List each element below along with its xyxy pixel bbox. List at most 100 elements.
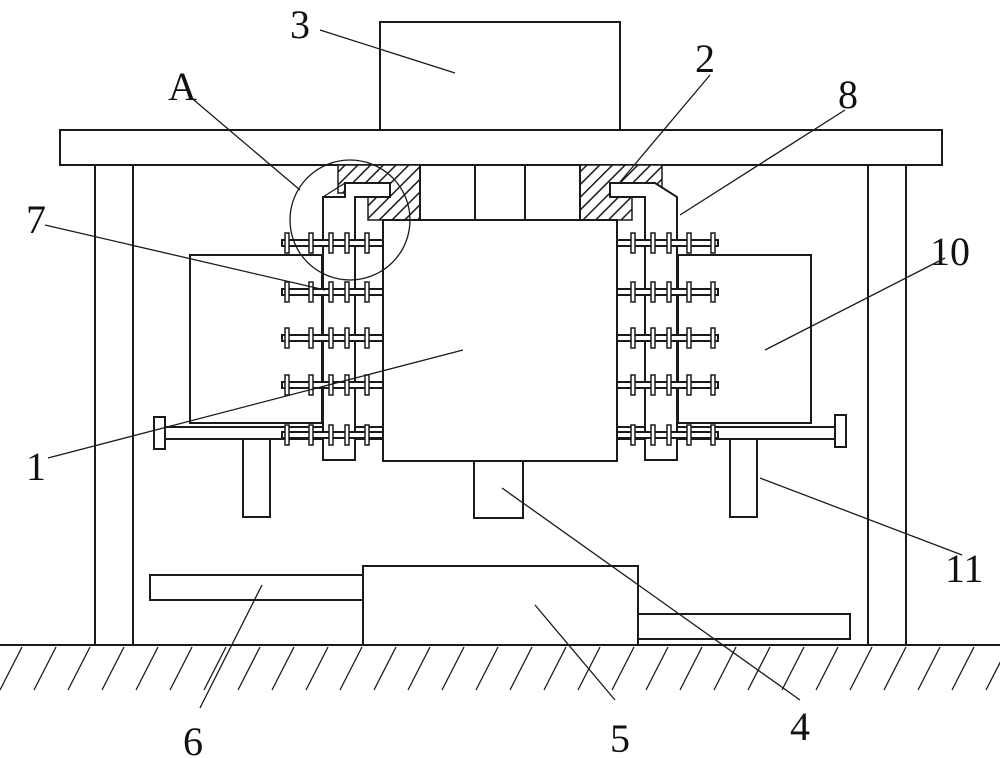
bolt-nut (650, 232, 656, 254)
bolt-rod (281, 239, 397, 247)
bolt-rod (281, 334, 397, 342)
center-column-mid (474, 164, 526, 221)
ground-hatch-line (339, 646, 363, 691)
ground-hatch-line (373, 646, 397, 691)
bolt-nut (328, 232, 334, 254)
left-support-post (242, 438, 271, 518)
bolt-nut (344, 327, 350, 349)
bolt-nut (284, 374, 290, 396)
ground-hatch-line (985, 661, 1000, 691)
ground-hatch-line (101, 646, 125, 691)
bolt-nut (710, 232, 716, 254)
label-a: A (168, 64, 197, 109)
bolt-rod (603, 288, 719, 296)
right-slide-rail (637, 613, 851, 640)
label-8: 8 (838, 72, 858, 117)
bolt-nut (650, 281, 656, 303)
bolt-nut (710, 281, 716, 303)
ground-hatch-line (951, 646, 975, 691)
bolt-nut (284, 232, 290, 254)
main-body (382, 219, 618, 462)
bolt-nut (364, 374, 370, 396)
label-7: 7 (26, 197, 46, 242)
ground-hatch-line (271, 646, 295, 691)
bolt-nut (650, 327, 656, 349)
ground-hatch-line (815, 646, 839, 691)
bolt-nut (308, 424, 314, 446)
ground-hatch-line (679, 646, 703, 691)
bolt-nut (686, 424, 692, 446)
ground-hatch-line (611, 646, 635, 691)
bolt-nut (328, 327, 334, 349)
left-leg (94, 164, 134, 646)
ground-hatch-line (0, 646, 23, 691)
bolt-nut (364, 281, 370, 303)
bolt-nut (308, 327, 314, 349)
top-motor (379, 21, 621, 131)
bolt-rod (603, 381, 719, 389)
ground-hatch-line (135, 646, 159, 691)
right-support-post (729, 438, 758, 518)
ground-hatch-line (441, 646, 465, 691)
right-leg (867, 164, 907, 646)
bolt-nut (650, 374, 656, 396)
ground-hatch-line (883, 646, 907, 691)
ground-hatch-line (781, 646, 805, 691)
bolt-nut (308, 232, 314, 254)
label-10: 10 (930, 229, 970, 274)
bolt-nut (344, 281, 350, 303)
right-l-pipe (609, 182, 678, 461)
detail-circle-a (289, 159, 411, 281)
ground-hatch-line (849, 646, 873, 691)
bolt-nut (686, 374, 692, 396)
bolt-nut (364, 232, 370, 254)
ground-hatch-line (169, 646, 193, 691)
bolt-rod (603, 239, 719, 247)
bolt-nut (666, 281, 672, 303)
ground-hatch-line (475, 646, 499, 691)
lower-shaft (473, 460, 524, 519)
ground-hatch-line (645, 646, 669, 691)
bolt-nut (686, 327, 692, 349)
bolt-nut (344, 232, 350, 254)
ground-hatch-line (237, 646, 261, 691)
label-6: 6 (183, 719, 203, 758)
ground-hatch-line (407, 646, 431, 691)
bolt-nut (364, 327, 370, 349)
left-bolt-group (281, 232, 397, 446)
bolt-nut (710, 424, 716, 446)
label-11: 11 (945, 546, 984, 591)
leader-lines (44, 29, 963, 709)
ground (0, 644, 1000, 691)
bolt-rod (281, 431, 397, 439)
ground-hatch-line (543, 646, 567, 691)
ground-hatch-line (713, 646, 737, 691)
bolt-rod (603, 334, 719, 342)
bolt-nut (650, 424, 656, 446)
bolt-nut (364, 424, 370, 446)
center-column-right (524, 164, 581, 221)
ground-hatch-line (917, 646, 941, 691)
bolt-nut (284, 424, 290, 446)
bolt-rod (603, 431, 719, 439)
right-rod-knob (834, 414, 847, 448)
bolt-nut (328, 281, 334, 303)
bolt-nut (686, 232, 692, 254)
bolt-nut (308, 281, 314, 303)
ground-hatching (0, 646, 1000, 691)
bolt-nut (284, 281, 290, 303)
ground-hatch-line (67, 646, 91, 691)
label-3: 3 (290, 2, 310, 47)
bolt-nut (630, 327, 636, 349)
label-4: 4 (790, 704, 810, 749)
base-box (362, 565, 639, 646)
bolt-nut (686, 281, 692, 303)
label-2: 2 (695, 36, 715, 81)
left-l-pipe (322, 182, 391, 461)
left-rod-knob (153, 416, 166, 450)
bolt-nut (666, 232, 672, 254)
bolt-nut (344, 424, 350, 446)
top-plate (59, 129, 943, 166)
bolt-nut (630, 281, 636, 303)
